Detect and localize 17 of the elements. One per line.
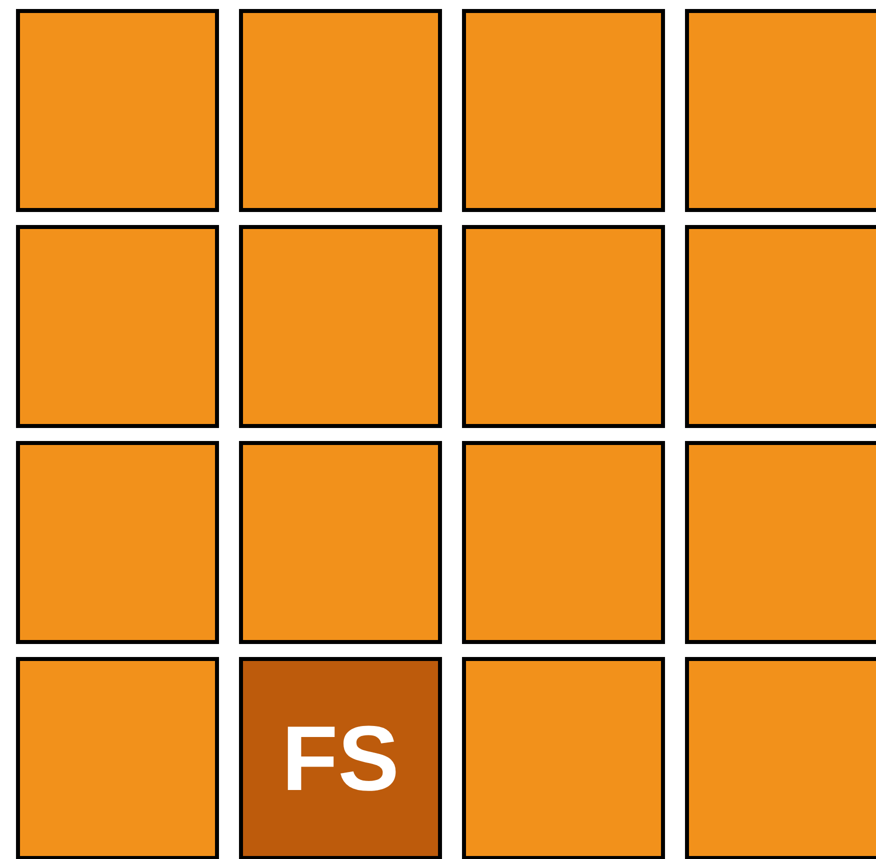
square-tile [239, 441, 442, 644]
square-tile [462, 225, 665, 428]
square-tile [462, 9, 665, 212]
square-tile [16, 441, 219, 644]
square-tile [462, 441, 665, 644]
square-tile [685, 657, 876, 859]
square-tile [16, 9, 219, 212]
square-tile [685, 9, 876, 212]
square-tile [239, 9, 442, 212]
square-tile [16, 657, 219, 859]
square-tile [462, 657, 665, 859]
square-tile [239, 225, 442, 428]
square-tile [16, 225, 219, 428]
square-tile [685, 225, 876, 428]
tile-label: FS [282, 712, 400, 804]
highlighted-tile [239, 657, 442, 859]
square-tile [685, 441, 876, 644]
